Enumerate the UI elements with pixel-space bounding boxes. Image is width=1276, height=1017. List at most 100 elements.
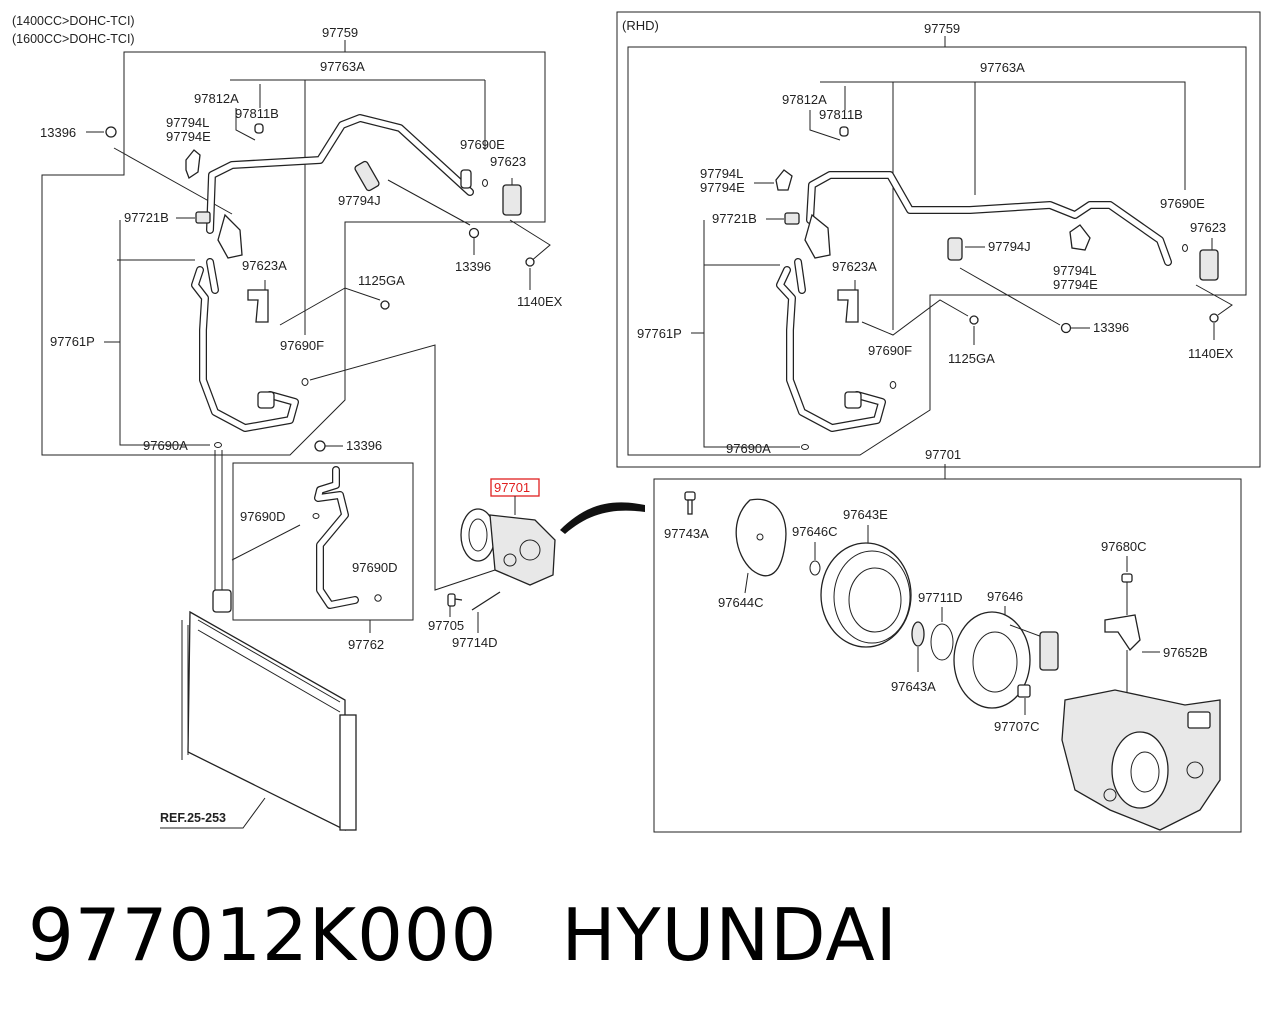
switch-97721b-rhd xyxy=(784,212,800,225)
frame-rhd xyxy=(616,11,1261,468)
label-97680c: 97680C xyxy=(1101,539,1147,554)
ref-leader xyxy=(160,797,266,829)
label-1125ga-rhd: 1125GA xyxy=(948,351,995,366)
label-97701: 97701 xyxy=(925,447,961,462)
bolt-13396-top xyxy=(105,126,117,138)
engine-note-1600: (1600CC>DOHC-TCI) xyxy=(12,32,135,46)
label-97701-highlight: 97701 xyxy=(494,480,530,495)
bolt-13396-rhd xyxy=(1060,322,1072,334)
leader-1140ex xyxy=(509,219,551,263)
label-97690f: 97690F xyxy=(280,338,324,353)
label-97705: 97705 xyxy=(428,618,464,633)
label-97623a: 97623A xyxy=(242,258,287,273)
caption-bar: 977012K000 HYUNDAI xyxy=(0,880,1276,990)
part-number: 977012K000 xyxy=(28,893,498,977)
label-1125ga: 1125GA xyxy=(358,273,405,288)
bolt-1140ex xyxy=(525,257,535,267)
pipe-97763a xyxy=(206,114,474,234)
fitting-97690e xyxy=(460,169,472,189)
callout-arrow xyxy=(560,502,645,534)
key-97707c xyxy=(1017,684,1031,698)
label-97690a-rhd: 97690A xyxy=(726,441,771,456)
snap-ring-97711d xyxy=(930,623,954,661)
label-13396-low: 13396 xyxy=(346,438,382,453)
label-97794j-rhd: 97794J xyxy=(988,239,1031,254)
label-97759-rhd: 97759 xyxy=(924,21,960,36)
label-97646c: 97646C xyxy=(792,524,838,539)
compressor-assembly: 97701 97705 97714D xyxy=(428,478,645,650)
frame-97701 xyxy=(653,478,1242,833)
coil-97646 xyxy=(953,611,1031,709)
drier-97623 xyxy=(502,184,522,216)
condenser xyxy=(181,450,357,832)
leader-97761p xyxy=(117,220,210,446)
label-97644c: 97644C xyxy=(718,595,764,610)
clamp-97794j-rhd xyxy=(947,237,963,261)
label-13396-rhd: 13396 xyxy=(1093,320,1129,335)
label-97623: 97623 xyxy=(490,154,526,169)
bolt-1125ga xyxy=(380,300,390,310)
label-97763a-rhd: 97763A xyxy=(980,60,1025,75)
label-13396-mid: 13396 xyxy=(455,259,491,274)
label-1140ex-rhd: 1140EX xyxy=(1188,346,1234,361)
label-1140ex: 1140EX xyxy=(517,294,563,309)
label-97646: 97646 xyxy=(987,589,1023,604)
clip-97794l-rhd-b xyxy=(1069,224,1091,251)
oring-97690d-a xyxy=(312,513,320,519)
label-97643a: 97643A xyxy=(891,679,936,694)
bolt-13396-mid xyxy=(468,227,480,239)
label-97623-rhd: 97623 xyxy=(1190,220,1226,235)
leader-97763a-rhd xyxy=(820,81,1186,330)
leader-1125ga-left xyxy=(264,280,381,326)
bracket-97652b xyxy=(1104,614,1141,652)
label-97794e-rhd-b: 97794E xyxy=(1053,277,1098,292)
leader-97690f xyxy=(309,344,496,591)
bolt-13396-low xyxy=(314,440,326,452)
lhd-assembly: (1400CC>DOHC-TCI) (1600CC>DOHC-TCI) 9775… xyxy=(12,14,563,832)
bolt-97743a xyxy=(684,491,696,501)
label-97811b: 97811B xyxy=(235,106,279,121)
cap-97811b-rhd xyxy=(839,126,849,137)
muffler-97763a-rhd xyxy=(804,213,831,259)
label-97794l-rhd-a: 97794L xyxy=(700,166,743,181)
bolt-97680c xyxy=(1121,573,1133,583)
label-97761p-rhd: 97761P xyxy=(637,326,682,341)
leader-97812a xyxy=(235,84,261,141)
ring-97646c xyxy=(809,560,821,576)
switch-97721b xyxy=(195,211,211,224)
ref-label: REF.25-253 xyxy=(160,811,226,825)
label-97794e-rhd-a: 97794E xyxy=(700,180,745,195)
leader-97794j xyxy=(387,179,471,226)
drier-97623-rhd xyxy=(1199,249,1219,281)
oring-97690a xyxy=(214,442,222,448)
brand-name: HYUNDAI xyxy=(561,893,898,977)
label-97690d-b: 97690D xyxy=(352,560,398,575)
bolt-1125ga-rhd xyxy=(969,315,979,325)
rhd-assembly: (RHD) 97759 97763A 97812A 97811B 97794L … xyxy=(616,11,1261,468)
label-97690e-rhd: 97690E xyxy=(1160,196,1205,211)
label-97794l: 97794L xyxy=(166,115,209,130)
oring-97690f xyxy=(301,378,309,386)
label-97761p: 97761P xyxy=(50,334,95,349)
frame-97759 xyxy=(41,51,546,456)
label-97707c: 97707C xyxy=(994,719,1040,734)
label-97763a: 97763A xyxy=(320,59,365,74)
label-97714d: 97714D xyxy=(452,635,498,650)
oring-97690d-b xyxy=(374,594,382,602)
label-97652b: 97652B xyxy=(1163,645,1208,660)
label-97690d-a: 97690D xyxy=(240,509,286,524)
engine-note-1400: (1400CC>DOHC-TCI) xyxy=(12,14,135,28)
bracket-97623a-rhd xyxy=(837,289,859,323)
frame-97759-rhd xyxy=(627,46,1247,456)
label-97812a: 97812A xyxy=(194,91,239,106)
clamp-97794j xyxy=(354,160,380,192)
label-97690a: 97690A xyxy=(143,438,188,453)
compressor-body xyxy=(489,514,556,586)
clip-97794l xyxy=(185,149,201,179)
label-97794e: 97794E xyxy=(166,129,211,144)
muffler-97763a xyxy=(217,213,243,259)
label-97759: 97759 xyxy=(322,25,358,40)
plate-97644c xyxy=(735,498,787,577)
label-97812a-rhd: 97812A xyxy=(782,92,827,107)
label-97643e: 97643E xyxy=(843,507,888,522)
